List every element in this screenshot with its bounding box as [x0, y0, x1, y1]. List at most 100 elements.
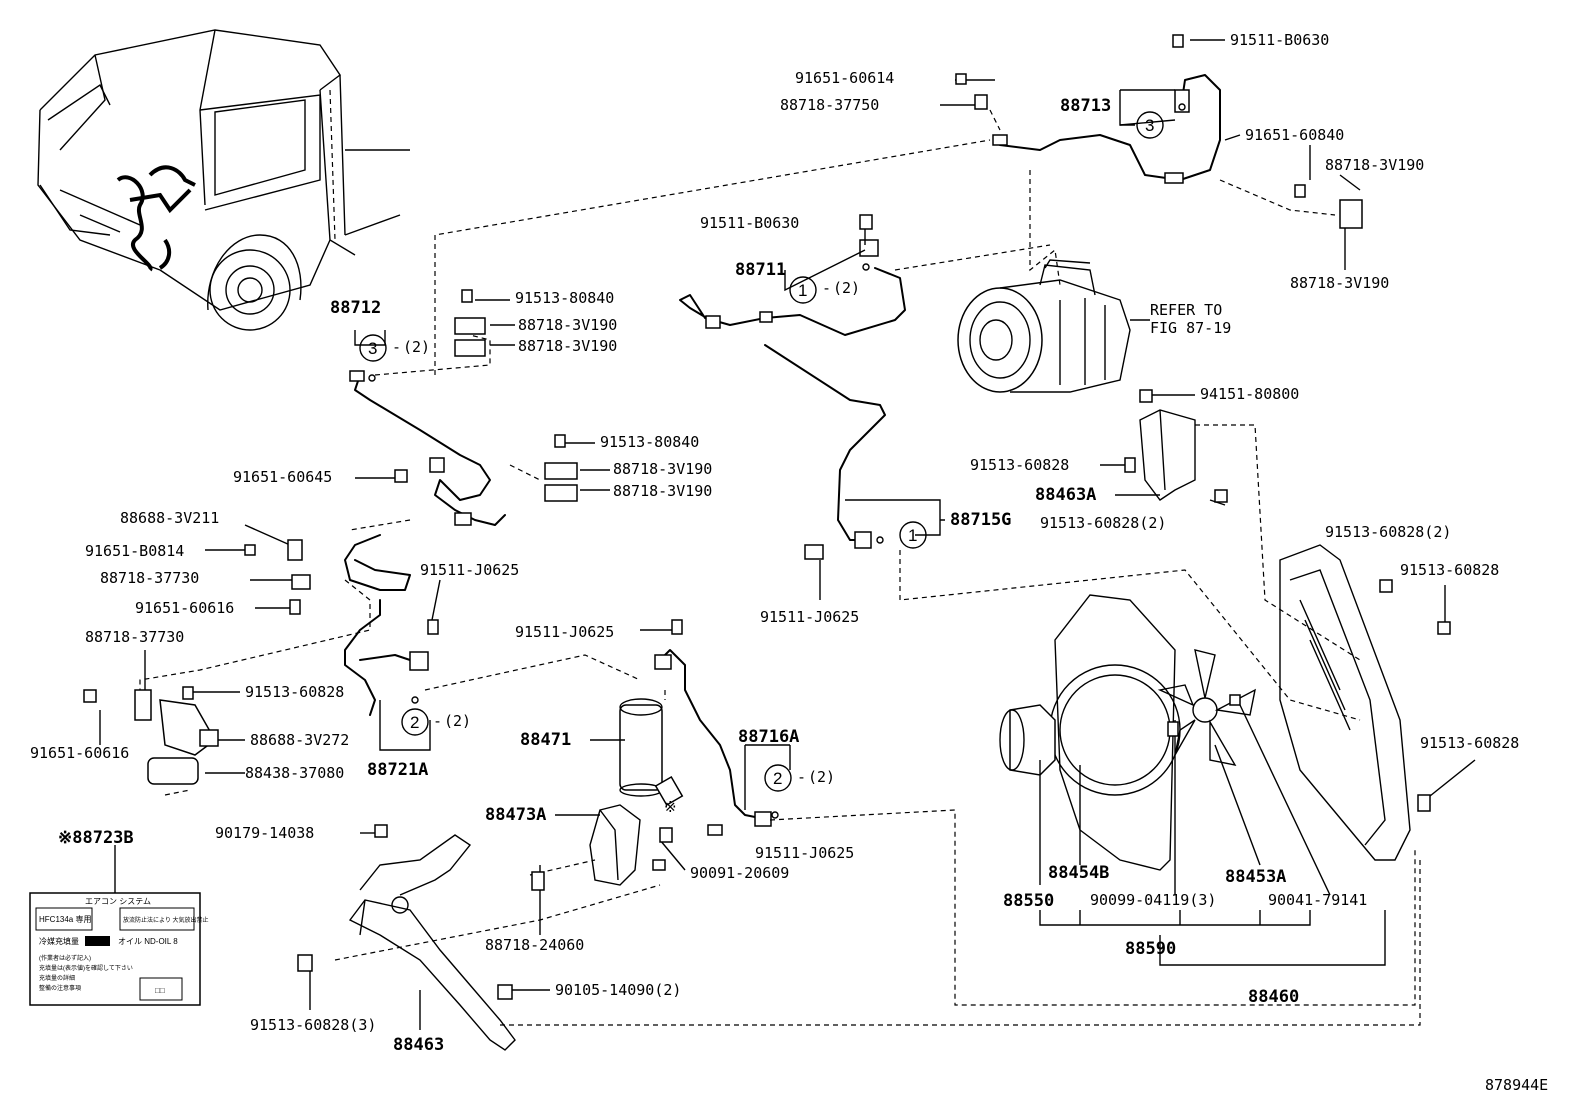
- callout-91511-B0630[interactable]: 91511-B0630: [700, 214, 799, 232]
- callout-91513-60828[interactable]: 91513-60828: [1400, 561, 1499, 579]
- callout-91511-J0625[interactable]: 91511-J0625: [420, 561, 519, 579]
- callout-88718-3V190[interactable]: 88718-3V190: [1290, 274, 1389, 292]
- qty-note: -: [433, 712, 442, 730]
- label-card-note-3: 充填量の詳細: [39, 974, 75, 982]
- qty-note: (2): [833, 279, 860, 297]
- truck-cab-illustration: [37, 29, 410, 331]
- callout-88550[interactable]: 88550: [1003, 891, 1054, 911]
- callout-88721A[interactable]: 88721A: [367, 760, 428, 780]
- label-card-88723B: エアコン システム HFC134a 専用 放流防止法により 大気放出禁止 冷媒充…: [29, 892, 209, 1006]
- marker-3-a: 3: [1145, 116, 1154, 135]
- callout-91513-60828[interactable]: 91513-60828: [1420, 734, 1519, 752]
- label-card-note-1: (作業者は必ず記入): [39, 954, 91, 962]
- callout-88716A[interactable]: 88716A: [738, 727, 799, 747]
- callout-91651-60645[interactable]: 91651-60645: [233, 468, 332, 486]
- callout-88718-24060[interactable]: 88718-24060: [485, 936, 584, 954]
- callout-88718-37750[interactable]: 88718-37750: [780, 96, 879, 114]
- callout-88463A[interactable]: 88463A: [1035, 485, 1096, 505]
- receiver-drier-88471: [619, 698, 684, 807]
- callout-88453A[interactable]: 88453A: [1225, 867, 1286, 887]
- callout-90091-20609[interactable]: 90091-20609: [690, 864, 789, 882]
- callout-88723B[interactable]: ※88723B: [58, 828, 134, 848]
- label-card-note-4: 整備の注意事項: [39, 984, 81, 992]
- callout-90041-79141[interactable]: 90041-79141: [1268, 891, 1367, 909]
- label-card-warning: 放流防止法により 大気放出禁止: [123, 916, 209, 924]
- asterisk-marker: ※: [664, 798, 677, 816]
- callout-90099-04119-3[interactable]: 90099-04119(3): [1090, 891, 1216, 909]
- callout-88590[interactable]: 88590: [1125, 939, 1176, 959]
- label-card-box: □□: [155, 986, 165, 995]
- pipe-88712: [349, 370, 506, 526]
- callout-91511-J0625[interactable]: 91511-J0625: [515, 623, 614, 641]
- diagram-id: 878944E: [1485, 1076, 1548, 1094]
- callout-94151-80800[interactable]: 94151-80800: [1200, 385, 1299, 403]
- label-card-oil: オイル ND-OIL 8: [118, 937, 178, 946]
- bracket-88473A: [589, 804, 641, 886]
- callout-88715G[interactable]: 88715G: [950, 510, 1011, 530]
- compressor-illustration: [957, 259, 1131, 393]
- marker-2-a: 2: [410, 713, 419, 732]
- pipe-88721A: [344, 534, 429, 716]
- fan-shroud-88454B: [1049, 594, 1181, 871]
- part-callouts: 91511-B0630 91651-60614 88718-37750 8871…: [30, 31, 1548, 1094]
- refer-to-text: REFER TO: [1150, 301, 1222, 319]
- qty-note: (2): [808, 768, 835, 786]
- leader-lines: [99, 39, 1476, 1030]
- bracket-88463A: [1139, 409, 1196, 501]
- callout-91513-80840[interactable]: 91513-80840: [600, 433, 699, 451]
- callout-88718-37730[interactable]: 88718-37730: [100, 569, 199, 587]
- qty-note: -: [392, 338, 401, 356]
- circle-markers: 3 1 - (2) 3 - (2) 1 2 - (2) 2 - (2) ※: [359, 103, 1186, 819]
- callout-88438-37080[interactable]: 88438-37080: [245, 764, 344, 782]
- fan-motor-88550: [999, 704, 1056, 776]
- callout-88712[interactable]: 88712: [330, 298, 381, 318]
- callout-91513-60828-2[interactable]: 91513-60828(2): [1325, 523, 1451, 541]
- callout-91513-60828[interactable]: 91513-60828: [245, 683, 344, 701]
- callout-91651-60616[interactable]: 91651-60616: [135, 599, 234, 617]
- callout-91651-60614[interactable]: 91651-60614: [795, 69, 894, 87]
- callout-88688-3V211[interactable]: 88688-3V211: [120, 509, 219, 527]
- callout-91651-B0814[interactable]: 91651-B0814: [85, 542, 184, 560]
- qty-note: -: [822, 279, 831, 297]
- dashed-connection-lines: [139, 109, 1421, 1026]
- marker-2-b: 2: [773, 769, 782, 788]
- callout-88718-3V190[interactable]: 88718-3V190: [1325, 156, 1424, 174]
- qty-note: (2): [444, 712, 471, 730]
- callout-91513-60828[interactable]: 91513-60828: [970, 456, 1069, 474]
- callout-91511-J0625[interactable]: 91511-J0625: [755, 844, 854, 862]
- label-card-charge: 冷媒充填量: [39, 936, 79, 946]
- marker-1-b: 1: [908, 526, 917, 545]
- label-card-refrigerant: HFC134a 専用: [39, 914, 91, 924]
- refer-fig-text[interactable]: FIG 87-19: [1150, 319, 1231, 337]
- bracket-88463: [348, 834, 516, 1051]
- callout-91513-60828-2[interactable]: 91513-60828(2): [1040, 514, 1166, 532]
- marker-3-b: 3: [368, 339, 377, 358]
- callout-88471[interactable]: 88471: [520, 730, 571, 750]
- liquid-pipe-88715G: [764, 344, 886, 549]
- callout-90105-14090-2[interactable]: 90105-14090(2): [555, 981, 681, 999]
- callout-91513-60828-3[interactable]: 91513-60828(3): [250, 1016, 376, 1034]
- callout-90179-14038[interactable]: 90179-14038: [215, 824, 314, 842]
- callout-88718-3V190[interactable]: 88718-3V190: [518, 337, 617, 355]
- callout-88454B[interactable]: 88454B: [1048, 863, 1109, 883]
- callout-88460[interactable]: 88460: [1248, 987, 1299, 1007]
- callout-91651-60840[interactable]: 91651-60840: [1245, 126, 1344, 144]
- callout-88463[interactable]: 88463: [393, 1035, 444, 1055]
- callout-88718-37730[interactable]: 88718-37730: [85, 628, 184, 646]
- marker-1-a: 1: [798, 281, 807, 300]
- callout-91511-J0625[interactable]: 91511-J0625: [760, 608, 859, 626]
- callout-91651-60616[interactable]: 91651-60616: [30, 744, 129, 762]
- callout-88473A[interactable]: 88473A: [485, 805, 546, 825]
- label-card-header: エアコン システム: [85, 897, 151, 906]
- callout-88718-3V190[interactable]: 88718-3V190: [613, 460, 712, 478]
- callout-88718-3V190[interactable]: 88718-3V190: [518, 316, 617, 334]
- fasteners: [83, 34, 1451, 1000]
- callout-88718-3V190[interactable]: 88718-3V190: [613, 482, 712, 500]
- callout-91513-80840[interactable]: 91513-80840: [515, 289, 614, 307]
- callout-91511-B0630[interactable]: 91511-B0630: [1230, 31, 1329, 49]
- callout-88711[interactable]: 88711: [735, 260, 786, 280]
- callout-88713[interactable]: 88713: [1060, 96, 1111, 116]
- callout-88688-3V272[interactable]: 88688-3V272: [250, 731, 349, 749]
